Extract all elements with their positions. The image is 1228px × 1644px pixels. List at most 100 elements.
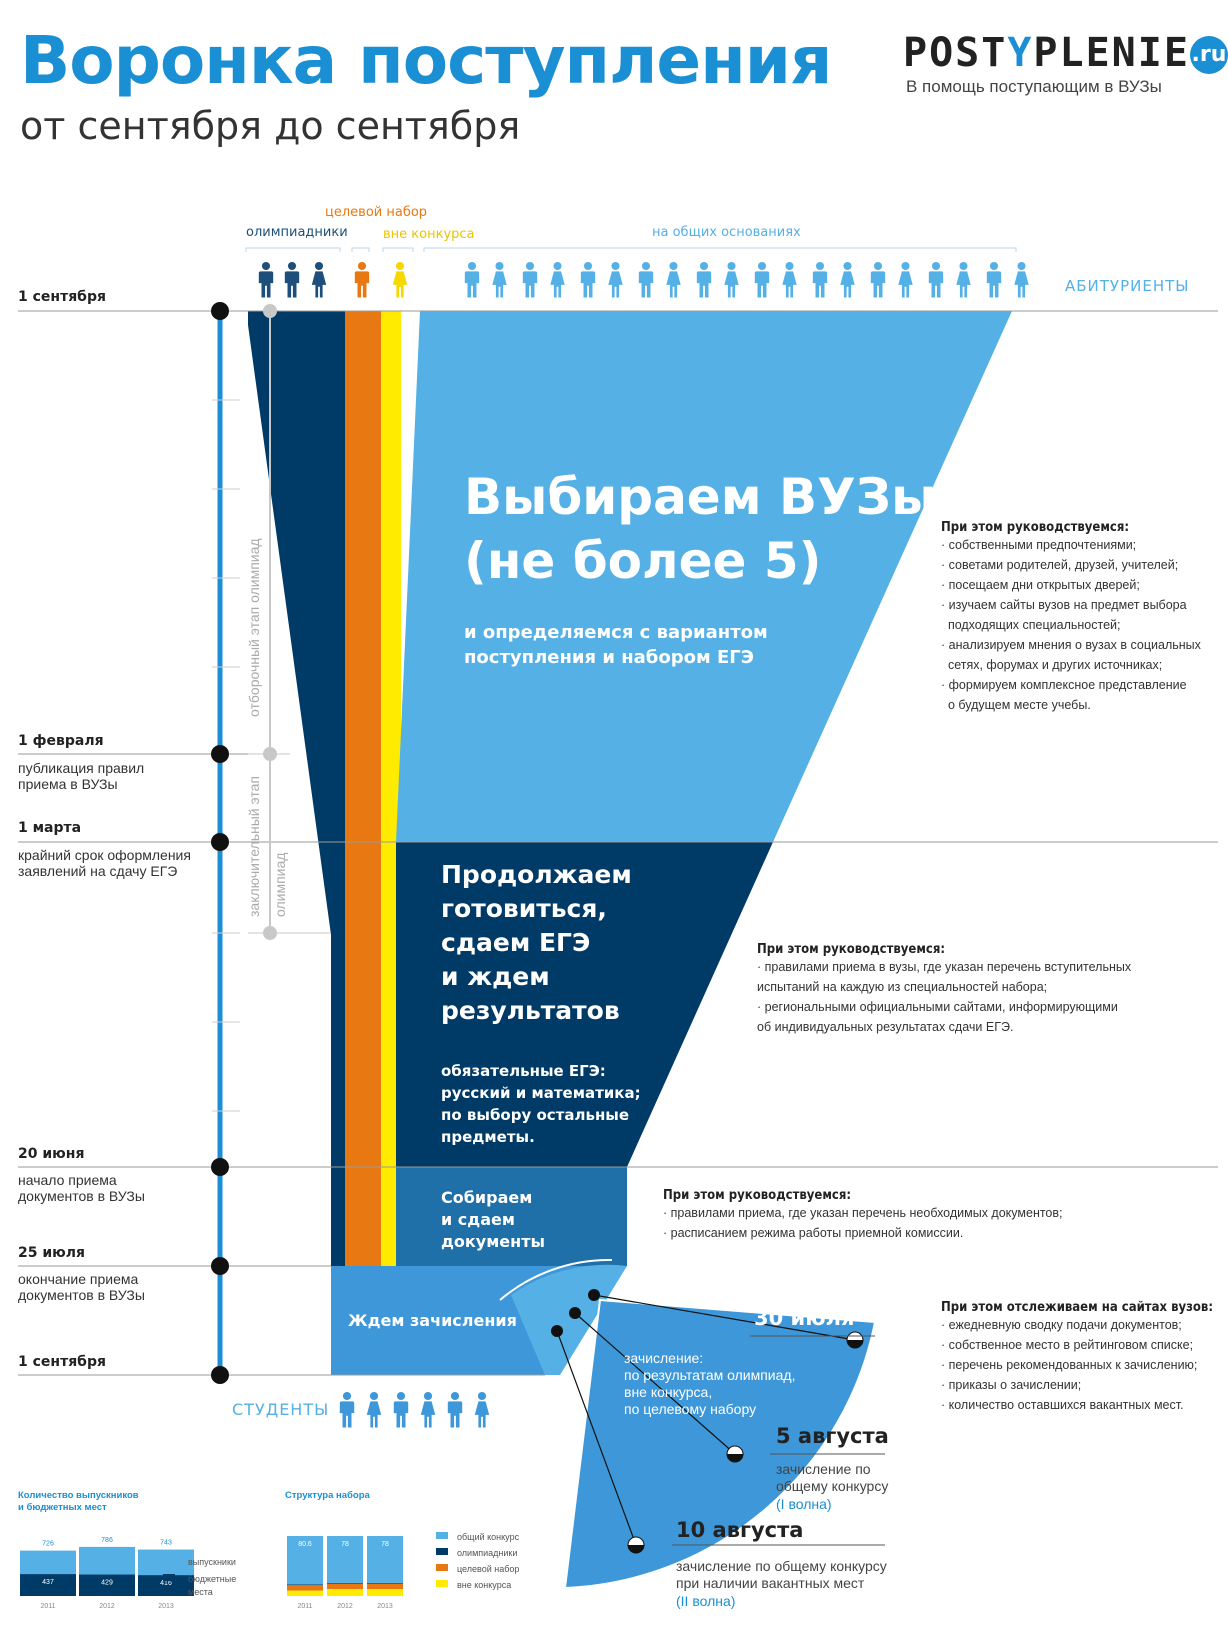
logo-text-y: Y (1007, 30, 1034, 76)
person-general-icon (522, 261, 538, 298)
stage-documents-title: Собираем и сдаем документы (441, 1188, 545, 1251)
person-general-icon (782, 261, 797, 298)
guide-item: сетях, форумах и других источниках; (941, 658, 1163, 672)
person-target-icon (354, 261, 370, 298)
person-olympiad-icon (311, 261, 327, 298)
bar-label: 437 (42, 1579, 54, 1586)
guide-item: · ежедневную сводку подачи документов; (941, 1318, 1182, 1332)
guide-item: · советами родителей, друзей, учителей; (941, 558, 1179, 572)
person-general-icon (1014, 261, 1029, 298)
person-general-icon (956, 261, 971, 298)
person-general-icon (986, 261, 1002, 298)
guide-item: · формируем комплексное представление (941, 678, 1187, 692)
enroll-text-3: зачисление по общему конкурсу при наличи… (676, 1558, 887, 1591)
guide-item: · посещаем дни открытых дверей; (941, 578, 1140, 592)
bar-label: 78 (381, 1541, 389, 1548)
enroll-date-1: 30 июля (754, 1306, 855, 1330)
guide-item: · изучаем сайты вузов на предмет выбора (941, 598, 1187, 612)
guide-item: подходящих специальностей; (941, 618, 1121, 632)
bar-label: 743 (160, 1540, 172, 1547)
timeline-note: публикация правил приема в ВУЗы (18, 760, 145, 792)
guide-item: · правилами приема в вузы, где указан пе… (757, 960, 1132, 974)
person-general-icon (928, 261, 944, 298)
person-general-icon (608, 261, 623, 298)
person-general-icon (724, 261, 739, 298)
legend-olympiad: олимпиадники (457, 1548, 518, 1558)
timeline-dots (211, 302, 229, 1384)
legend-swatch (436, 1580, 448, 1587)
bar-segment (367, 1536, 403, 1583)
person-olympiad-icon (258, 261, 274, 298)
guide-item: · расписанием режима работы приемной ком… (663, 1226, 964, 1240)
person-general-icon (492, 261, 507, 298)
students-icons (339, 1391, 490, 1428)
guide-list: · правилами приема в вузы, где указан пе… (757, 957, 1131, 1037)
guide-item: о будущем месте учебы. (941, 698, 1091, 712)
label-students: СТУДЕНТЫ (232, 1400, 330, 1419)
guide-item: об индивидуальных результатах сдачи ЕГЭ. (757, 1020, 1014, 1034)
timeline-date: 1 марта (18, 820, 82, 836)
guide-item: · собственное место в рейтинговом списке… (941, 1338, 1194, 1352)
stage-documents-area (396, 1167, 627, 1266)
label-nonconkurs: вне конкурса (383, 227, 475, 242)
olympiad-final-label-1: заключительный этап (246, 776, 262, 917)
guide-item: испытаний на каждую из специальностей на… (757, 980, 1048, 994)
category-brackets (245, 247, 1017, 252)
target-band (345, 311, 381, 1266)
stage-exam-subtitle: обязательные ЕГЭ: русский и математика; … (441, 1062, 641, 1146)
guide-choose: При этом руководствуемся: · собственными… (941, 520, 1201, 715)
mini-chart1-title: Количество выпускников и бюджетных мест (18, 1490, 139, 1513)
bar-segment (327, 1536, 363, 1583)
page-title: Воронка поступления (20, 22, 832, 99)
bar-segment (287, 1585, 323, 1591)
bar-label: 80.6 (298, 1541, 312, 1548)
label-general: на общих основаниях (652, 225, 801, 240)
stage-wait-title: Ждем зачисления (348, 1311, 517, 1330)
tick-label: 2012 (99, 1603, 115, 1610)
guide-head: При этом руководствуемся: (663, 1188, 852, 1203)
logo-tagline: В помощь поступающим в ВУЗы (906, 77, 1162, 96)
tick-label: 2011 (40, 1603, 55, 1610)
timeline-note: окончание приема документов в ВУЗы (18, 1271, 145, 1303)
guide-enrollment: При этом отслеживаем на сайтах вузов: · … (941, 1300, 1213, 1415)
person-general-icon (870, 261, 886, 298)
stage-choose-subtitle: и определяемся с вариантом поступления и… (464, 622, 768, 668)
legend-nonconkurs: вне конкурса (457, 1580, 512, 1590)
person-general-icon (550, 261, 565, 298)
legend-swatch (163, 1557, 175, 1564)
stage-choose-title: Выбираем ВУЗы (464, 468, 937, 526)
logo-ru-badge: .ru (1189, 36, 1228, 74)
legend-budget: бюджетные (188, 1574, 237, 1584)
bar-segment (367, 1582, 403, 1584)
tick-label: 2013 (158, 1603, 174, 1610)
enroll-date-2: 5 августа (776, 1424, 889, 1448)
bar-segment (327, 1582, 363, 1584)
enroll-text-1: зачисление: по результатам олимпиад, вне… (624, 1350, 796, 1417)
tick-label: 2011 (297, 1603, 312, 1610)
stage-exam-title: Продолжаем готовиться, сдаем ЕГЭ и ждем … (441, 860, 632, 1025)
enroll-extra-3: (II волна) (676, 1593, 736, 1609)
person-general-icon (754, 261, 770, 298)
enroll-extra-2: (I волна) (776, 1496, 832, 1512)
person-general-icon (840, 261, 855, 298)
bar-segment (287, 1584, 323, 1586)
bar-label: 429 (101, 1580, 113, 1587)
logo[interactable]: POSTYPLENIE.ru (903, 30, 1228, 76)
mini-chart2-title: Структура набора (285, 1490, 370, 1501)
guide-exam: При этом руководствуемся: · правилами пр… (757, 942, 1131, 1037)
olympiad-final-label-2: олимпиад (272, 852, 288, 917)
bar-label: 726 (42, 1541, 54, 1548)
bar-segment (327, 1589, 363, 1596)
legend-swatch (436, 1564, 448, 1571)
timeline-note: крайний срок оформления заявлений на сда… (18, 847, 191, 879)
guide-item: · перечень рекомендованных к зачислению; (941, 1358, 1198, 1372)
timeline-note: начало приема документов в ВУЗы (18, 1172, 145, 1204)
guide-item: · анализируем мнения о вузах в социальны… (941, 638, 1201, 652)
legend-swatch (163, 1574, 175, 1581)
legend-target: целевой набор (457, 1564, 520, 1574)
guide-list: · ежедневную сводку подачи документов; · … (941, 1315, 1213, 1415)
page-subtitle: от сентября до сентября (20, 104, 521, 148)
legend-general: общий конкурс (457, 1532, 520, 1542)
